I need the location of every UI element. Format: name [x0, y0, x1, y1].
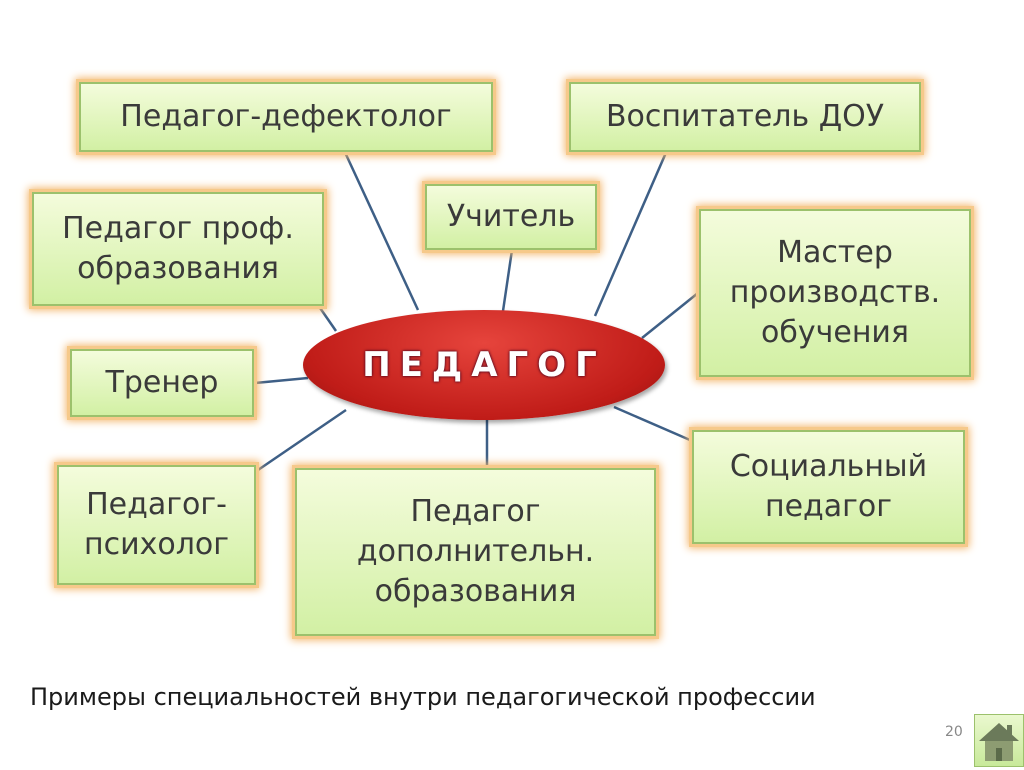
box-label: Социальный педагог — [729, 449, 928, 524]
home-icon — [979, 723, 1019, 761]
box-psiholog: Педагог-психолог — [57, 465, 256, 585]
box-social: Социальный педагог — [692, 430, 965, 544]
connector-line — [257, 408, 347, 472]
box-dop: Педагог дополнительн. образования — [295, 468, 656, 636]
center-label: ПЕДАГОГ — [362, 345, 606, 385]
connector-line — [316, 304, 338, 332]
box-label: Мастер производств. обучения — [729, 235, 941, 350]
box-master: Мастер производств. обучения — [699, 209, 971, 377]
home-button[interactable] — [974, 714, 1024, 767]
box-uchitel: Учитель — [425, 184, 597, 250]
box-trener: Тренер — [70, 349, 254, 417]
connector-line — [501, 249, 514, 312]
box-label: Воспитатель ДОУ — [605, 99, 885, 134]
connector-line — [593, 147, 670, 317]
slide-caption: Примеры специальностей внутри педагогиче… — [30, 683, 816, 711]
box-defectolog: Педагог-дефектолог — [79, 82, 493, 152]
connector-line — [341, 147, 420, 311]
connector-line — [641, 292, 699, 339]
box-label: Тренер — [105, 365, 219, 400]
connector-line — [254, 376, 309, 385]
box-label: Педагог проф. образования — [62, 211, 294, 286]
box-vospitatel: Воспитатель ДОУ — [569, 82, 921, 152]
page-number: 20 — [945, 724, 963, 740]
box-label: Педагог дополнительн. образования — [356, 494, 595, 609]
box-label: Учитель — [446, 199, 576, 234]
box-prof: Педагог проф. образования — [32, 192, 324, 306]
center-node: ПЕДАГОГ — [303, 310, 665, 420]
box-label: Педагог-психолог — [84, 487, 230, 562]
box-label: Педагог-дефектолог — [120, 99, 452, 134]
connector-line — [613, 405, 691, 442]
